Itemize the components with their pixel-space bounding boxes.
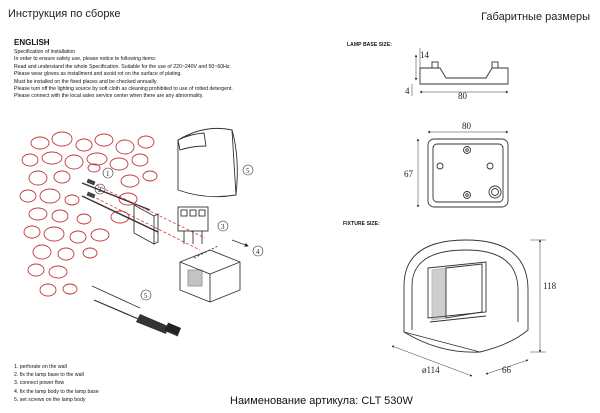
callout-5-bottom: 5 — [144, 292, 148, 300]
dimensions-title: Габаритные размеры — [481, 11, 590, 23]
lamp-base-side-view — [411, 48, 509, 96]
spec-line: Please turn off the lighting source by s… — [14, 86, 233, 93]
lamp-base-size-label: LAMP BASE SIZE: — [347, 42, 393, 48]
step-item: 5. set screws on the lamp body — [14, 396, 86, 403]
fixture-size-label: FIXTURE SIZE: — [343, 221, 380, 227]
base-height-value: 14 — [420, 50, 430, 60]
specification-text: Specification of installation In order t… — [14, 49, 274, 101]
spec-line: Please wear gloves as installment and av… — [14, 71, 182, 78]
base-thickness-value: 4 — [405, 86, 410, 96]
base-width-value: 80 — [458, 91, 468, 101]
fixture-drawing — [391, 239, 546, 377]
step-item: 1. perforate on the wall — [14, 364, 67, 370]
terminal-block-illustration — [177, 206, 209, 244]
fixture-depth-value: 66 — [502, 365, 512, 375]
spec-line: Read and understand the whole Specificat… — [14, 63, 231, 70]
stone-wall-illustration — [19, 131, 158, 297]
base-depth-value: 67 — [404, 169, 414, 179]
callout-1: 1 — [106, 170, 110, 178]
drill-and-screws — [81, 178, 206, 251]
installation-steps: 1. perforate on the wall 2. fix the lamp… — [14, 363, 99, 404]
callout-4: 4 — [256, 248, 260, 256]
base-top-width-value: 80 — [462, 121, 472, 131]
step-item: 4. fix the lamp body to the lamp base — [14, 388, 99, 395]
lamp-base-top-view — [416, 130, 509, 208]
fixture-diameter-value: ø114 — [422, 365, 440, 375]
article-name: Наименование артикула: CLT 530W — [230, 395, 413, 407]
spec-line: In order to ensure safety use, please no… — [14, 56, 157, 63]
spec-line: Must be installed on the fixed places an… — [14, 78, 158, 85]
page-title: Инструкция по сборке — [8, 8, 121, 20]
screwdriver-illustration — [91, 285, 182, 337]
step-item: 2. fix the lamp base to the wall — [14, 372, 84, 379]
callout-3: 3 — [221, 223, 225, 231]
wall-plate-illustration — [133, 204, 159, 245]
spec-line: Please connect with the local sales serv… — [14, 93, 204, 100]
callout-5-top: 5 — [246, 167, 250, 175]
lamp-body-illustration — [179, 245, 241, 303]
fixture-height-value: 118 — [543, 281, 557, 291]
lamp-shell-illustration — [177, 127, 238, 198]
callout-2: 2 — [98, 186, 102, 194]
spec-line: Specification of installation — [14, 49, 76, 55]
step-item: 3. connect power flow — [14, 380, 65, 387]
language-heading: ENGLISH — [14, 38, 50, 47]
